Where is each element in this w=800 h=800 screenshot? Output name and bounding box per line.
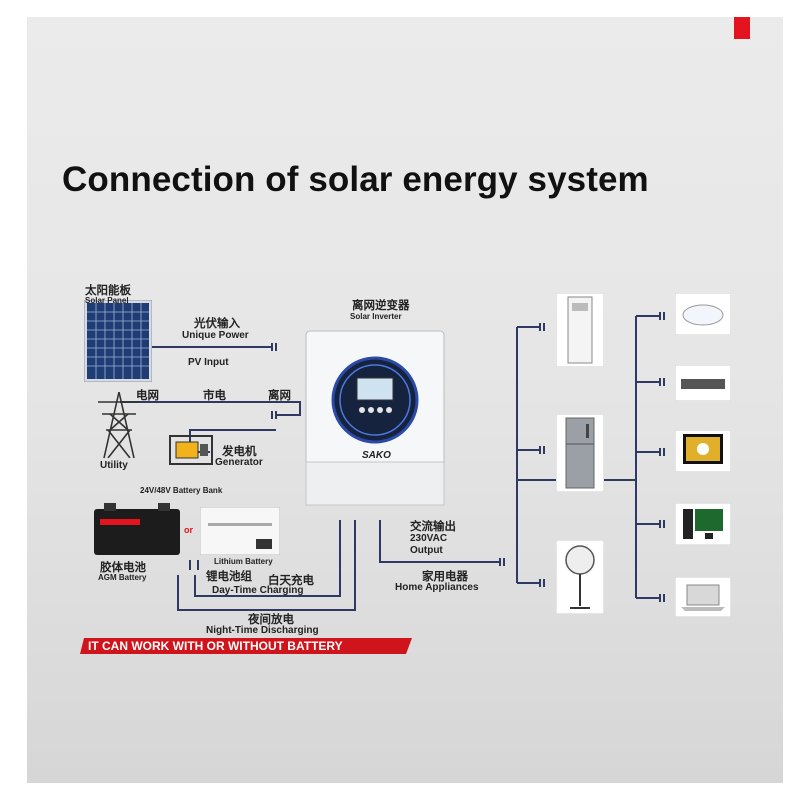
inverter-label-zh: 离网逆变器 [352,298,410,312]
laptop-icon [675,577,731,617]
agm-label-en: AGM Battery [98,573,147,582]
solar-panel-label-en: Solar Panel [85,296,129,305]
refrigerator-icon [556,414,604,492]
ac-output-label-en2: Output [410,545,443,556]
grid-label-1: 电网 [136,388,159,402]
battery-banner [80,638,412,654]
inverter-label-en: Solar Inverter [350,312,402,321]
diagram-title: Connection of solar energy system [62,160,649,199]
desktop-computer-icon [675,503,731,545]
pv-input-label-en2: PV Input [188,357,229,368]
home-label-en: Home Appliances [395,582,479,593]
pv-plug [271,343,277,351]
night-wire [177,520,356,611]
generator-label-zh: 发电机 [222,444,257,458]
set-top-box-icon [675,365,731,401]
home-label-zh: 家用电器 [422,569,468,583]
television-icon [675,430,731,472]
banner-text: IT CAN WORK WITH OR WITHOUT BATTERY [88,639,343,653]
solar-inverter-icon [305,330,445,506]
generator-icon [169,435,213,465]
night-label-zh: 夜间放电 [248,612,294,626]
solar-panel-icon [84,300,152,382]
agm-label-zh: 胶体电池 [100,560,146,574]
power-tower-icon [98,392,140,458]
lithium-battery-icon [200,507,280,555]
utility-label: Utility [100,460,128,471]
solar-panel-label-zh: 太阳能板 [85,283,131,297]
generator-label-en: Generator [215,457,263,468]
ac-output-wire [379,520,500,563]
day-label-en: Day-Time Charging [212,585,304,596]
electric-fan-icon [556,540,604,614]
lithium-label-en: Lithium Battery [214,557,273,566]
ceiling-light-icon [675,293,731,335]
air-conditioner-icon [556,293,604,367]
pv-input-label-zh: 光伏输入 [194,316,240,330]
ac-output-label-zh: 交流输出 [410,519,456,533]
agm-battery-icon [94,503,180,555]
lithium-label-zh: 锂电池组 [206,569,252,583]
grid-label-2: 市电 [203,388,226,402]
inverter-brand: SAKO [362,450,391,461]
grid-label-3: 离网 [268,388,291,402]
grid-wire [120,401,301,416]
or-label: or [184,525,193,535]
day-label-zh: 白天充电 [268,573,314,587]
corner-accent [734,17,750,39]
battery-bank-label: 24V/48V Battery Bank [140,486,223,495]
ac-output-label-en1: 230VAC [410,533,448,544]
day-wire [194,520,341,597]
night-label-en: Night-Time Discharging [206,625,319,636]
pv-input-label-en1: Unique Power [182,330,249,341]
